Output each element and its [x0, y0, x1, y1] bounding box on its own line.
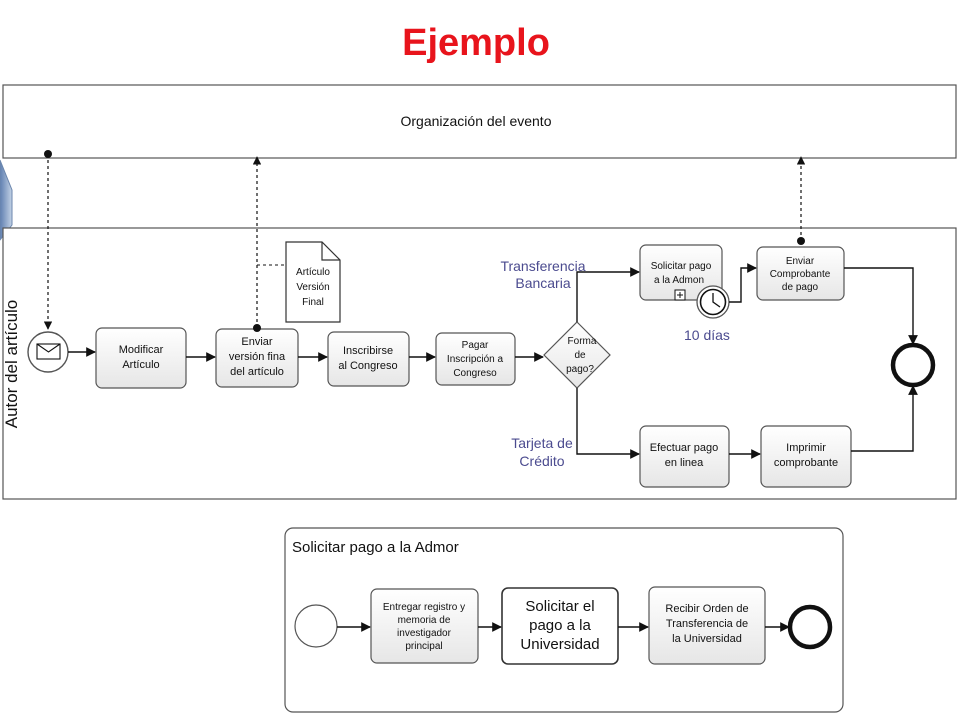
- task-pagar-line1: Pagar: [462, 340, 489, 351]
- task-efectuar-pago-line2: en linea: [665, 457, 704, 469]
- task-inscribirse-line1: Inscribirse: [343, 345, 393, 357]
- subtask-solicitar-line2: pago a la: [529, 617, 591, 634]
- subprocess-task-entregar[interactable]: Entregar registro y memoria de investiga…: [370, 588, 479, 664]
- task-imprimir-line2: comprobante: [774, 457, 838, 469]
- subtask-solicitar-line3: Universidad: [520, 636, 599, 653]
- subtask-solicitar-line1: Solicitar el: [525, 598, 594, 615]
- document-icon: Artículo Versión Final: [285, 241, 341, 323]
- gateway-line2: de: [574, 350, 586, 361]
- subprocess-task-recibir[interactable]: Recibir Orden de Transferencia de la Uni…: [648, 586, 766, 665]
- subprocess-title: Solicitar pago a la Admor: [292, 539, 459, 556]
- subprocess-start-event: [294, 604, 338, 648]
- subtask-recibir-line1: Recibir Orden de: [665, 603, 748, 615]
- sequence-flows: [68, 263, 918, 459]
- subprocess-task-solicitar[interactable]: Solicitar el pago a la Universidad: [501, 587, 619, 665]
- task-solicitar-pago-line2: a la Admon: [654, 275, 704, 286]
- label-tarjeta-line2: Crédito: [519, 453, 564, 469]
- subtask-entregar-line3: investigador: [397, 628, 452, 639]
- gateway-line3: pago?: [566, 364, 594, 375]
- subtask-entregar-line2: memoria de: [398, 615, 451, 626]
- task-imprimir-line1: Imprimir: [786, 442, 826, 454]
- task-enviar-version-final[interactable]: Enviar versión fina del artículo: [215, 328, 299, 388]
- message-flows: [43, 150, 806, 332]
- task-enviar-version-line2: versión fina: [229, 351, 286, 363]
- plus-marker-icon: [674, 289, 686, 301]
- pool-organizer: [2, 84, 957, 159]
- lane-author-label: Autor del artículo: [2, 300, 21, 429]
- label-tarjeta-line1: Tarjeta de: [511, 435, 573, 451]
- pool-organizer-label: Organización del evento: [401, 113, 552, 129]
- task-solicitar-pago-line1: Solicitar pago: [651, 261, 712, 272]
- data-object-line2: Versión: [296, 282, 329, 293]
- task-enviar-comprobante-line2: Comprobante: [770, 269, 831, 280]
- task-enviar-version-line1: Enviar: [241, 336, 273, 348]
- task-enviar-version-line3: del artículo: [230, 366, 284, 378]
- envelope-icon: [36, 343, 61, 360]
- data-object-line3: Final: [302, 297, 324, 308]
- clock-icon: [696, 285, 730, 319]
- task-pagar-line3: Congreso: [453, 368, 497, 379]
- task-enviar-comprobante-line3: de pago: [782, 282, 819, 293]
- data-object-line1: Artículo: [296, 267, 330, 278]
- task-enviar-comprobante-line1: Enviar: [786, 256, 815, 267]
- subtask-recibir-line2: Transferencia de: [666, 618, 748, 630]
- task-efectuar-pago[interactable]: Efectuar pago en linea: [639, 425, 730, 488]
- task-solicitar-pago-admon[interactable]: Solicitar pago a la Admon: [639, 244, 723, 301]
- task-pagar-line2: Inscripción a: [447, 354, 504, 365]
- task-modificar-line1: Modificar: [119, 344, 164, 356]
- page-title: Ejemplo: [402, 22, 550, 64]
- task-enviar-comprobante[interactable]: Enviar Comprobante de pago: [756, 246, 845, 301]
- end-event: [890, 342, 936, 388]
- task-inscribirse-line2: al Congreso: [338, 360, 397, 372]
- subprocess-end-event: [787, 604, 833, 650]
- gateway-line1: Forma: [568, 336, 597, 347]
- subtask-recibir-line3: la Universidad: [672, 633, 742, 645]
- task-imprimir-comprobante[interactable]: Imprimir comprobante: [760, 425, 852, 488]
- label-transferencia-line1: Transferencia: [500, 258, 585, 274]
- task-efectuar-pago-line1: Efectuar pago: [650, 442, 719, 454]
- task-modificar-line2: Artículo: [122, 359, 159, 371]
- task-modificar-articulo[interactable]: Modificar Artículo: [95, 327, 187, 389]
- subtask-entregar-line4: principal: [405, 641, 442, 652]
- label-transferencia-line2: Bancaria: [515, 275, 570, 291]
- subtask-entregar-line1: Entregar registro y: [383, 602, 465, 613]
- timer-label: 10 días: [684, 327, 730, 343]
- task-inscribirse[interactable]: Inscribirse al Congreso: [327, 331, 410, 387]
- task-pagar-inscripcion[interactable]: Pagar Inscripción a Congreso: [435, 332, 516, 386]
- lane-tab-decoration: [0, 159, 13, 241]
